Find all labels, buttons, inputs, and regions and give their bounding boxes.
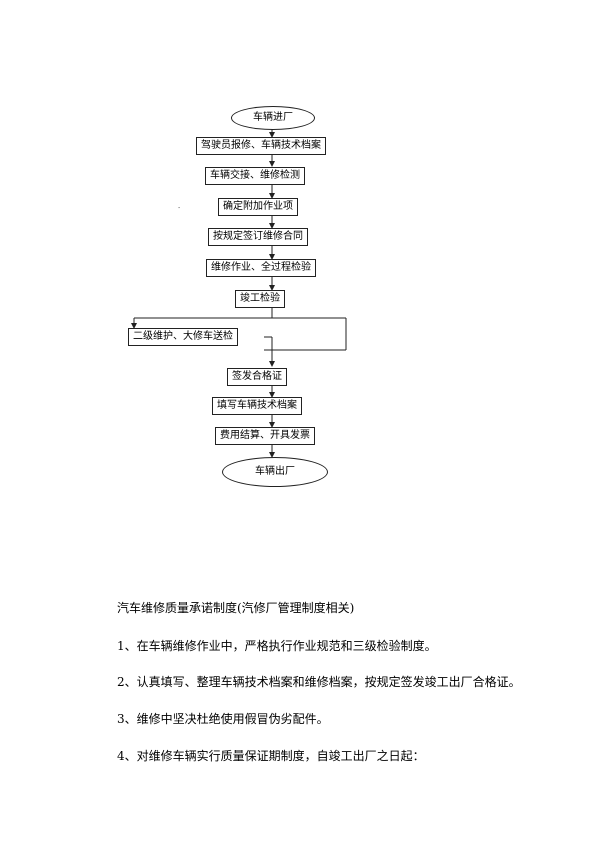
- process-flowchart: 车辆进厂 驾驶员报修、车辆技术档案 车辆交接、维修检测 确定附加作业项 按规定签…: [128, 106, 347, 487]
- document-item-4: 4、对维修车辆实行质量保证期制度，自竣工出厂之日起：: [117, 749, 425, 763]
- step-repair-request: 驾驶员报修、车辆技术档案: [196, 137, 326, 155]
- step-repair-work: 维修作业、全过程检验: [206, 259, 316, 277]
- step-sign-contract: 按规定签订维修合同: [208, 228, 308, 246]
- step-issue-certificate: 签发合格证: [227, 368, 287, 386]
- step-fill-archive: 填写车辆技术档案: [212, 397, 302, 415]
- scan-mark: ⸳: [178, 202, 181, 211]
- step-handover-inspection: 车辆交接、维修检测: [205, 167, 305, 185]
- side-box-maintenance: 二级维护、大修车送检: [128, 328, 238, 346]
- step-completion-check: 竣工检验: [235, 290, 285, 308]
- step-extra-items: 确定附加作业项: [218, 198, 298, 216]
- document-title: 汽车维修质量承诺制度(汽修厂管理制度相关): [117, 601, 355, 615]
- step-settlement: 费用结算、开具发票: [215, 427, 315, 445]
- end-oval: 车辆出厂: [222, 457, 328, 487]
- document-item-1: 1、在车辆维修作业中，严格执行作业规范和三级检验制度。: [117, 639, 437, 653]
- flowchart-connectors: [131, 128, 347, 458]
- start-oval: 车辆进厂: [231, 106, 315, 130]
- document-item-3: 3、维修中坚决杜绝使用假冒伪劣配件。: [117, 712, 329, 726]
- document-item-2: 2、认真填写、整理车辆技术档案和维修档案，按规定签发竣工出厂合格证。: [117, 675, 521, 689]
